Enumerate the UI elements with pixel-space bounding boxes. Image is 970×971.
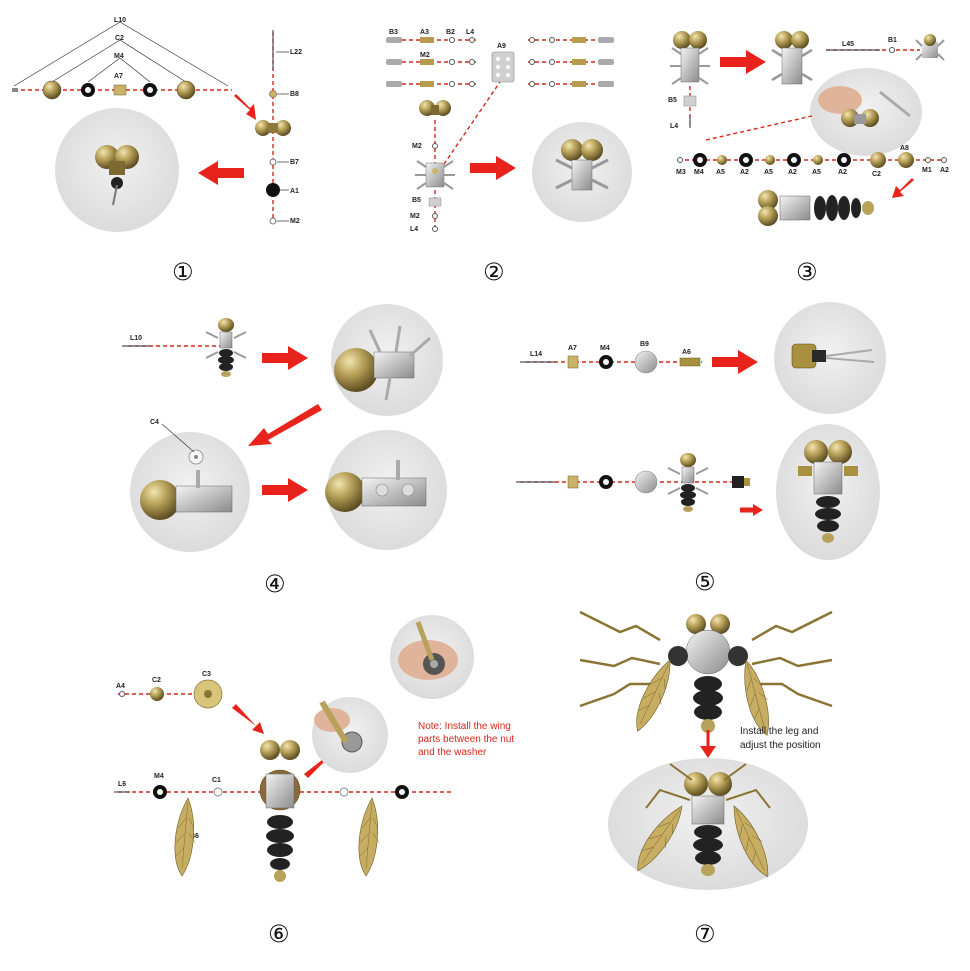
- arrow-down: [700, 746, 716, 758]
- label-m1: M1: [922, 167, 932, 174]
- note-line-2: parts between the nut: [418, 734, 514, 745]
- photo-circle: [130, 423, 250, 552]
- photo-circle: [325, 430, 447, 550]
- caption-line-2: adjust the position: [740, 740, 821, 751]
- label-a9: A9: [497, 43, 506, 50]
- rods-left: [386, 37, 478, 87]
- step-3: B5 L4 L45 B1: [668, 31, 949, 286]
- label-a5-2: A5: [764, 169, 773, 176]
- arrow-diagonal: [892, 178, 914, 198]
- label-b6: B6: [190, 833, 199, 840]
- label-a8: A8: [900, 145, 909, 152]
- label-a7: A7: [568, 345, 577, 352]
- label-m2: M2: [290, 218, 300, 225]
- label-m4: M4: [694, 169, 704, 176]
- photo-circle: [776, 424, 880, 560]
- label-b5: B5: [668, 97, 677, 104]
- step-4: L10 C4: [122, 304, 447, 598]
- step-1: L10 C2 M4 A7 L22 B8 B7 A1 M2: [12, 17, 302, 286]
- label-b2: B2: [446, 29, 455, 36]
- photo-circle: [312, 697, 388, 773]
- arrow-right: [470, 156, 516, 180]
- label-m4: M4: [114, 53, 124, 60]
- label-b9: B9: [640, 341, 649, 348]
- note-line-3: and the washer: [418, 747, 487, 758]
- label-a2-2: A2: [788, 169, 797, 176]
- label-a2-1: A2: [740, 169, 749, 176]
- arrow-right: [712, 350, 758, 374]
- assembled-body: [758, 190, 874, 226]
- label-c3: C3: [202, 671, 211, 678]
- label-a5-1: A5: [716, 169, 725, 176]
- photo-circle: [55, 108, 179, 232]
- legs-right: [751, 610, 833, 708]
- legs-left: [579, 610, 661, 708]
- label-c4: C4: [150, 419, 159, 426]
- label-m3: M3: [676, 169, 686, 176]
- label-b7: B7: [290, 159, 299, 166]
- step-2: B3 A3 B2 L4 M2 A9: [386, 29, 632, 286]
- step-7: Install the leg and adjust the position: [579, 610, 833, 948]
- label-a2-4: A2: [940, 167, 949, 174]
- label-m2-b: M2: [412, 143, 422, 150]
- label-c2: C2: [152, 677, 161, 684]
- label-a3: A3: [420, 29, 429, 36]
- photo-circle: [532, 122, 632, 222]
- label-l4: L4: [670, 123, 678, 130]
- label-l22: L22: [290, 49, 302, 56]
- rods-right: [528, 37, 614, 87]
- label-a6: A6: [682, 349, 691, 356]
- label-m2: M2: [420, 52, 430, 59]
- arrow-diagonal: [248, 404, 322, 446]
- label-l4: L4: [466, 29, 474, 36]
- step-number-2: ②: [483, 258, 505, 286]
- plate-a9: [491, 51, 515, 83]
- arrow-right: [262, 478, 308, 502]
- label-m2-c: M2: [410, 213, 420, 220]
- label-l10: L10: [114, 17, 126, 24]
- arrow-right: [720, 50, 766, 74]
- label-a7: A7: [114, 73, 123, 80]
- note-line-1: Note: Install the wing: [418, 721, 511, 732]
- step-number-7: ⑦: [694, 920, 716, 948]
- label-l10: L10: [130, 335, 142, 342]
- photo-circle: [810, 68, 922, 156]
- arrow-diagonal: [234, 94, 256, 120]
- label-a2-3: A2: [838, 169, 847, 176]
- label-m4: M4: [154, 773, 164, 780]
- label-b3: B3: [389, 29, 398, 36]
- body-assembly: [259, 740, 301, 882]
- step-6: A4 C2 C3 L6 M4 C1 B6: [114, 615, 514, 948]
- label-c2: C2: [872, 171, 881, 178]
- photo-circle: [774, 302, 886, 414]
- label-b8: B8: [290, 91, 299, 98]
- step-number-4: ④: [264, 570, 286, 598]
- arrow-left: [198, 161, 244, 185]
- label-l45: L45: [842, 41, 854, 48]
- arrow-right: [262, 346, 308, 370]
- label-a5-3: A5: [812, 169, 821, 176]
- photo-circle: [390, 615, 474, 699]
- label-l14: L14: [530, 351, 542, 358]
- step-5: L14 A7 M4 B9 A6: [516, 302, 886, 596]
- arrow-diagonal: [232, 704, 264, 734]
- photo-circle: [331, 304, 443, 416]
- label-l6: L6: [118, 781, 126, 788]
- step-number-1: ①: [172, 258, 194, 286]
- label-l4-b: L4: [410, 226, 418, 233]
- label-b1: B1: [888, 37, 897, 44]
- label-a4: A4: [116, 683, 125, 690]
- photo-ellipse: [608, 758, 808, 890]
- label-c2: C2: [115, 35, 124, 42]
- label-m4: M4: [600, 345, 610, 352]
- step-number-5: ⑤: [694, 568, 716, 596]
- label-b5: B5: [412, 197, 421, 204]
- step-number-6: ⑥: [268, 920, 290, 948]
- arrow-right: [740, 504, 763, 516]
- step-number-3: ③: [796, 258, 818, 286]
- caption-line-1: Install the leg and: [740, 726, 818, 737]
- label-a1: A1: [290, 188, 299, 195]
- label-c1: C1: [212, 777, 221, 784]
